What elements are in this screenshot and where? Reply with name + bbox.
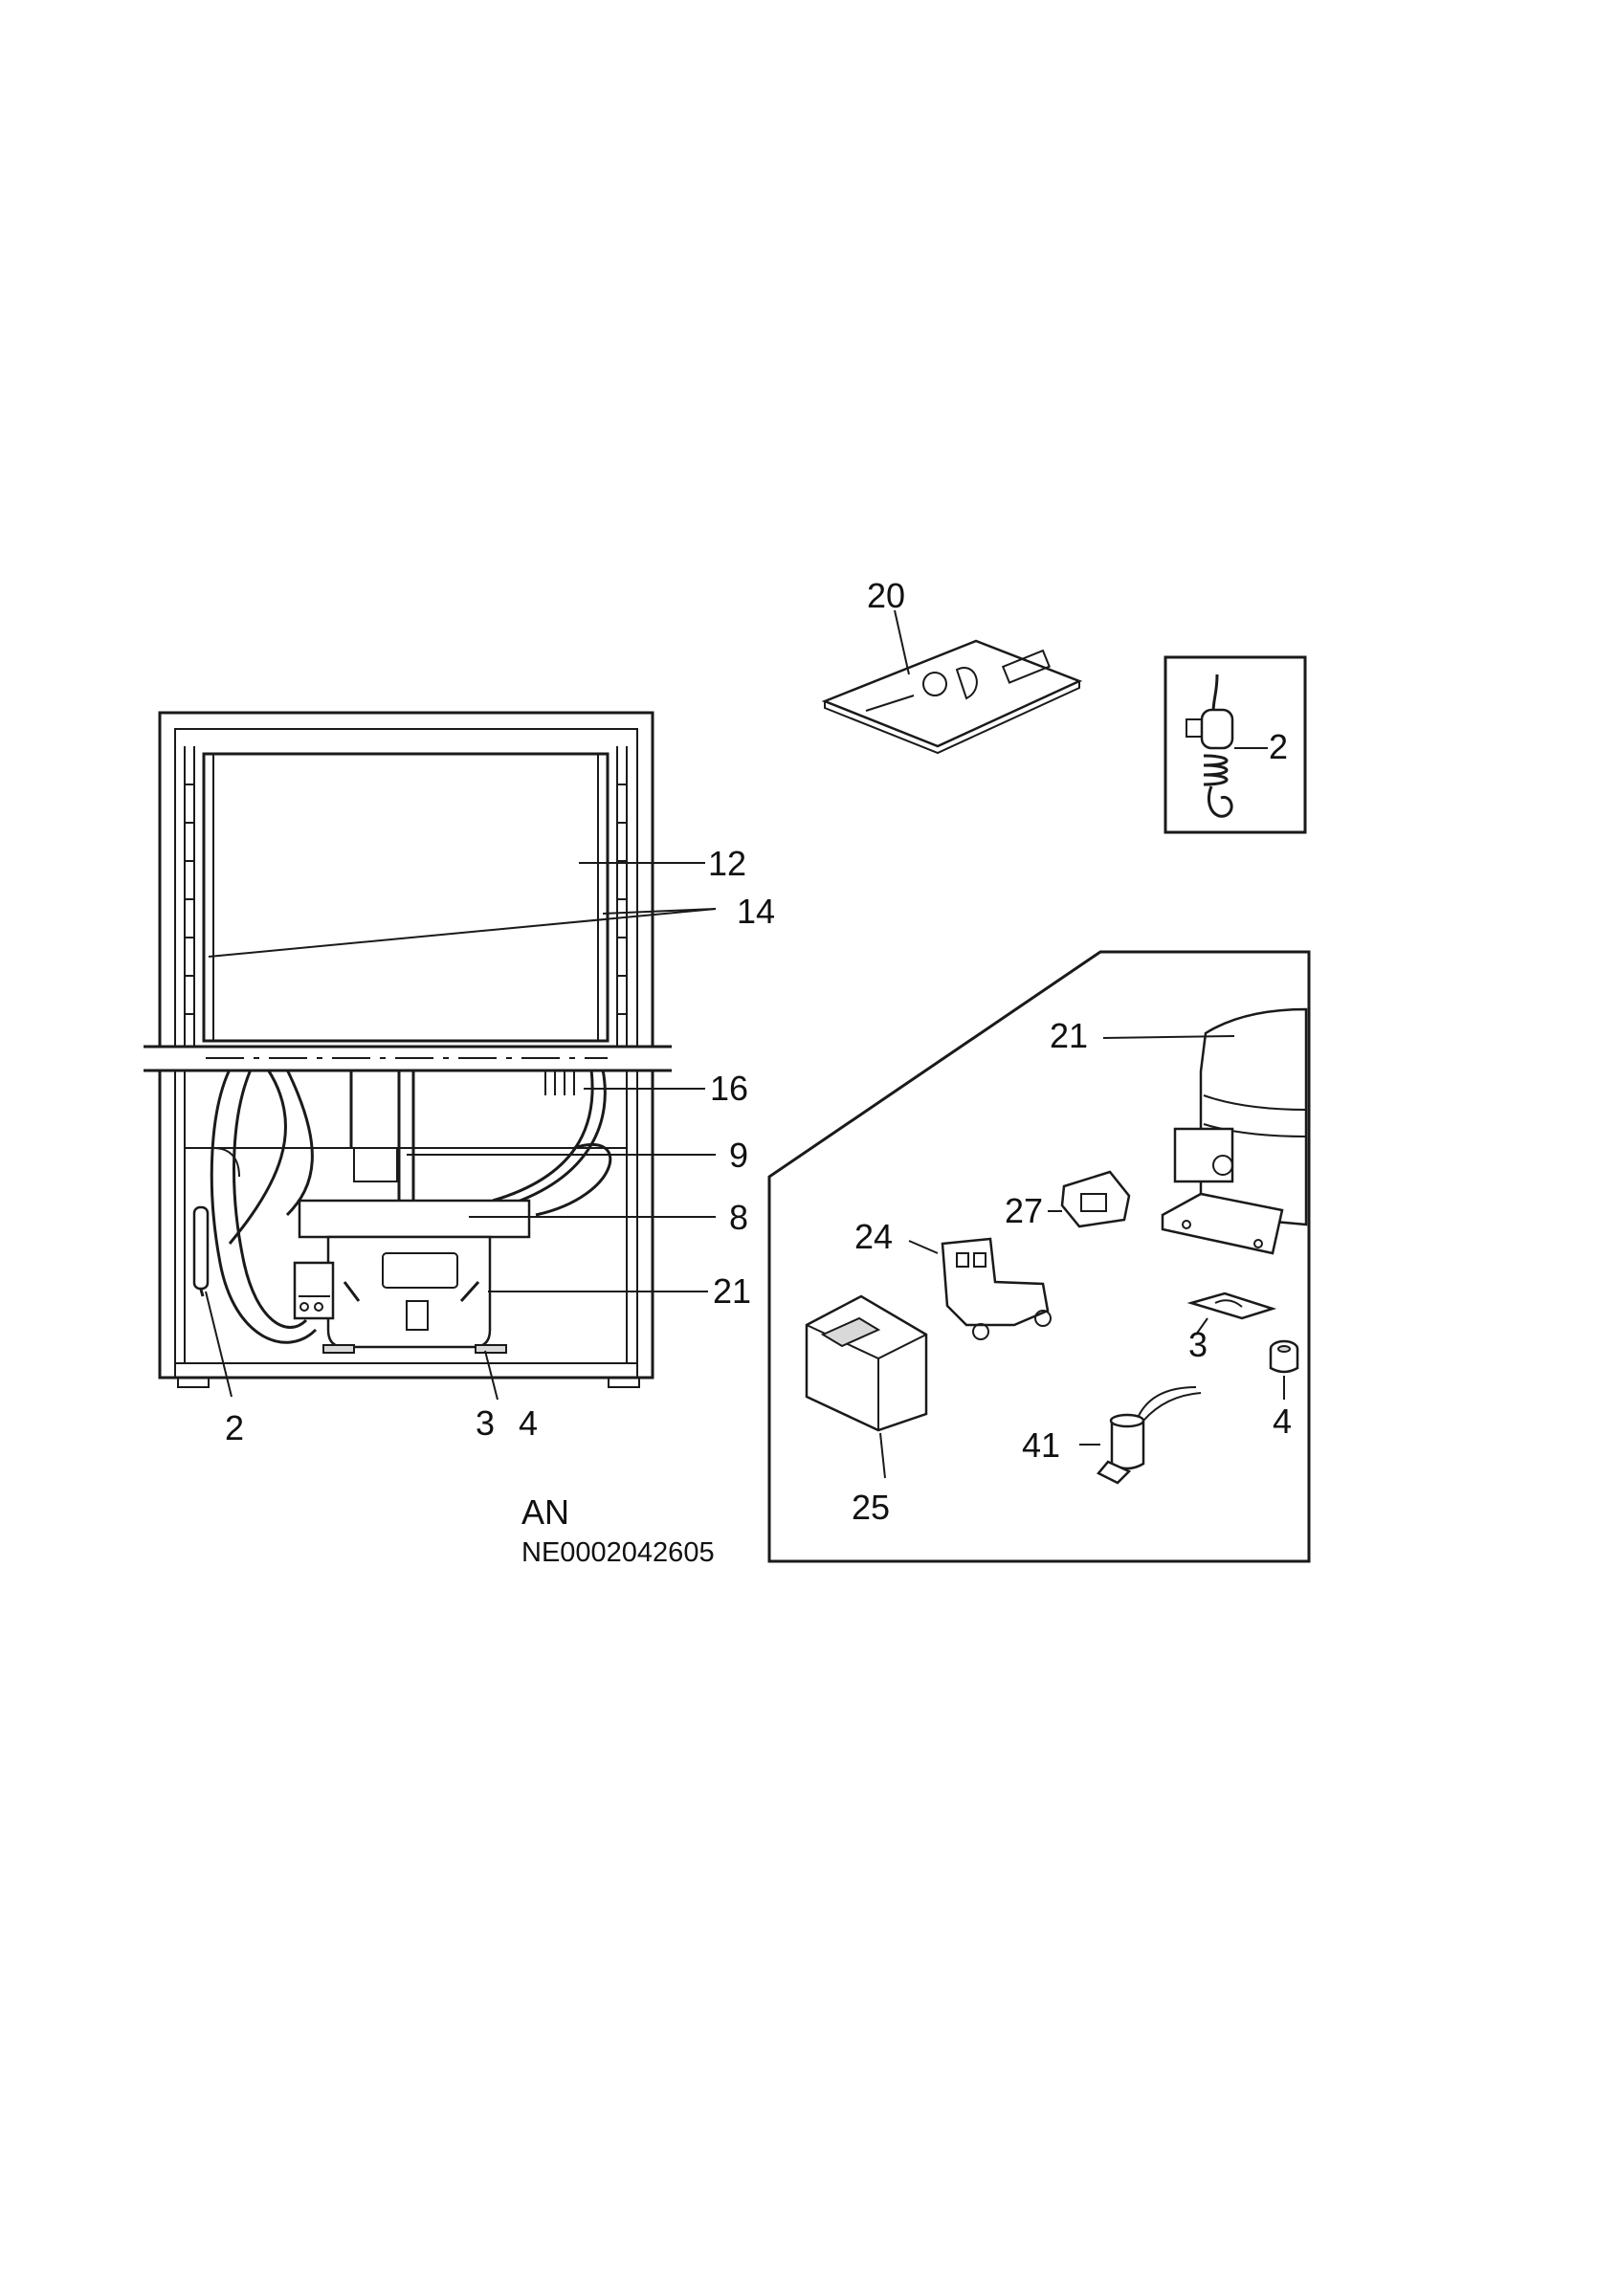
clip-part: 3 — [1186, 1292, 1277, 1364]
capacitor-part: 41 — [1022, 1386, 1202, 1485]
refrigerant-tubing — [192, 1069, 612, 1344]
callout-21-left: 21 — [713, 1271, 751, 1311]
cover-part: 25 — [805, 1294, 928, 1527]
leader-lines-left — [205, 862, 717, 1401]
relay-box — [293, 1261, 335, 1320]
variant-code: AN — [521, 1492, 569, 1532]
callout-2-inset: 2 — [1269, 727, 1288, 766]
break-line-band — [144, 1045, 672, 1072]
panel-frame — [767, 950, 1311, 1563]
compressor-foot-left — [322, 1344, 355, 1354]
drier — [353, 1147, 398, 1182]
instruction-manual: 20 — [821, 576, 1083, 755]
compressor-foot-right — [475, 1344, 507, 1354]
bracket-part: 24 — [854, 1217, 1052, 1340]
callout-3-right: 3 — [1188, 1325, 1208, 1364]
cabinet-foot-right — [608, 1377, 640, 1388]
compressor-drawing — [293, 1235, 507, 1354]
thermostat-inset: 2 — [1164, 655, 1307, 834]
thermostat-sensor — [192, 1205, 210, 1291]
callout-4-left: 4 — [519, 1403, 538, 1443]
cabinet-liner — [202, 752, 610, 1043]
callout-24: 24 — [854, 1217, 893, 1256]
cabinet-drawing: 12 14 16 9 8 21 2 3 4 — [144, 711, 775, 1447]
callout-2-left: 2 — [225, 1408, 244, 1447]
callout-14: 14 — [737, 892, 775, 931]
callout-4-right: 4 — [1273, 1402, 1292, 1441]
callout-16: 16 — [710, 1069, 748, 1108]
callout-12: 12 — [708, 844, 746, 883]
callout-9: 9 — [729, 1136, 748, 1175]
compressor-part: 21 — [1050, 1007, 1308, 1255]
grommet-part: 4 — [1269, 1339, 1299, 1441]
drip-tray-assembly — [298, 1199, 531, 1239]
drip-tray — [298, 1199, 531, 1239]
callout-20: 20 — [867, 576, 905, 615]
drawing-number: NE0002042605 — [521, 1537, 715, 1568]
callout-21-right: 21 — [1050, 1016, 1088, 1055]
callout-27: 27 — [1005, 1191, 1043, 1230]
side-wall-insulation — [184, 746, 628, 1048]
callout-8: 8 — [729, 1198, 748, 1237]
callout-3-left: 3 — [476, 1403, 495, 1443]
inset-frame — [1164, 655, 1307, 834]
cabinet-foot-left — [177, 1377, 210, 1388]
relay-part: 27 — [1005, 1170, 1131, 1230]
callout-25: 25 — [852, 1488, 890, 1527]
compressor-parts-panel: 21 27 24 25 — [767, 950, 1311, 1563]
callout-41: 41 — [1022, 1425, 1060, 1465]
